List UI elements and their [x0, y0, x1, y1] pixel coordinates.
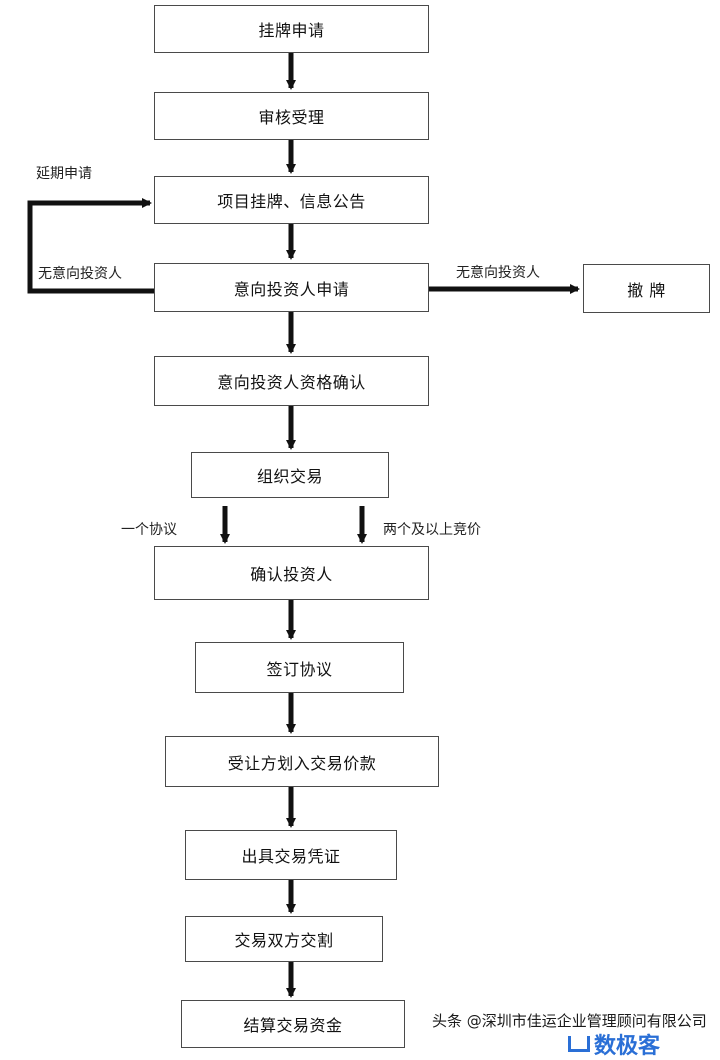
brand-logo-icon — [568, 1036, 590, 1052]
step-confirm-investor: 确认投资人 — [154, 546, 429, 600]
step-sign-agreement: 签订协议 — [195, 642, 404, 693]
label-one-agreement: 一个协议 — [121, 522, 177, 538]
step-delivery: 交易双方交割 — [185, 916, 383, 962]
label-no-investor-left: 无意向投资人 — [38, 266, 122, 282]
loop-arrow-extend — [27, 198, 154, 294]
step-investor-application: 意向投资人申请 — [154, 263, 429, 312]
step-transfer-payment: 受让方划入交易价款 — [165, 736, 439, 787]
watermark-text: 头条 @深圳市佳运企业管理顾问有限公司 — [432, 1012, 707, 1030]
label-two-or-more-bids: 两个及以上竞价 — [383, 522, 481, 538]
step-listing-application: 挂牌申请 — [154, 5, 429, 53]
watermark-brand: 数极客 — [568, 1028, 660, 1060]
side-box-withdraw: 撤 牌 — [583, 264, 710, 313]
label-no-investor-right: 无意向投资人 — [456, 265, 540, 281]
label-extend-application: 延期申请 — [36, 166, 92, 182]
step-qualification-confirm: 意向投资人资格确认 — [154, 356, 429, 406]
step-issue-certificate: 出具交易凭证 — [185, 830, 397, 880]
step-organize-trade: 组织交易 — [191, 452, 389, 498]
brand-name: 数极客 — [594, 1034, 661, 1059]
step-settle-funds: 结算交易资金 — [181, 1000, 405, 1048]
step-review-acceptance: 审核受理 — [154, 92, 429, 140]
step-listing-announcement: 项目挂牌、信息公告 — [154, 176, 429, 224]
